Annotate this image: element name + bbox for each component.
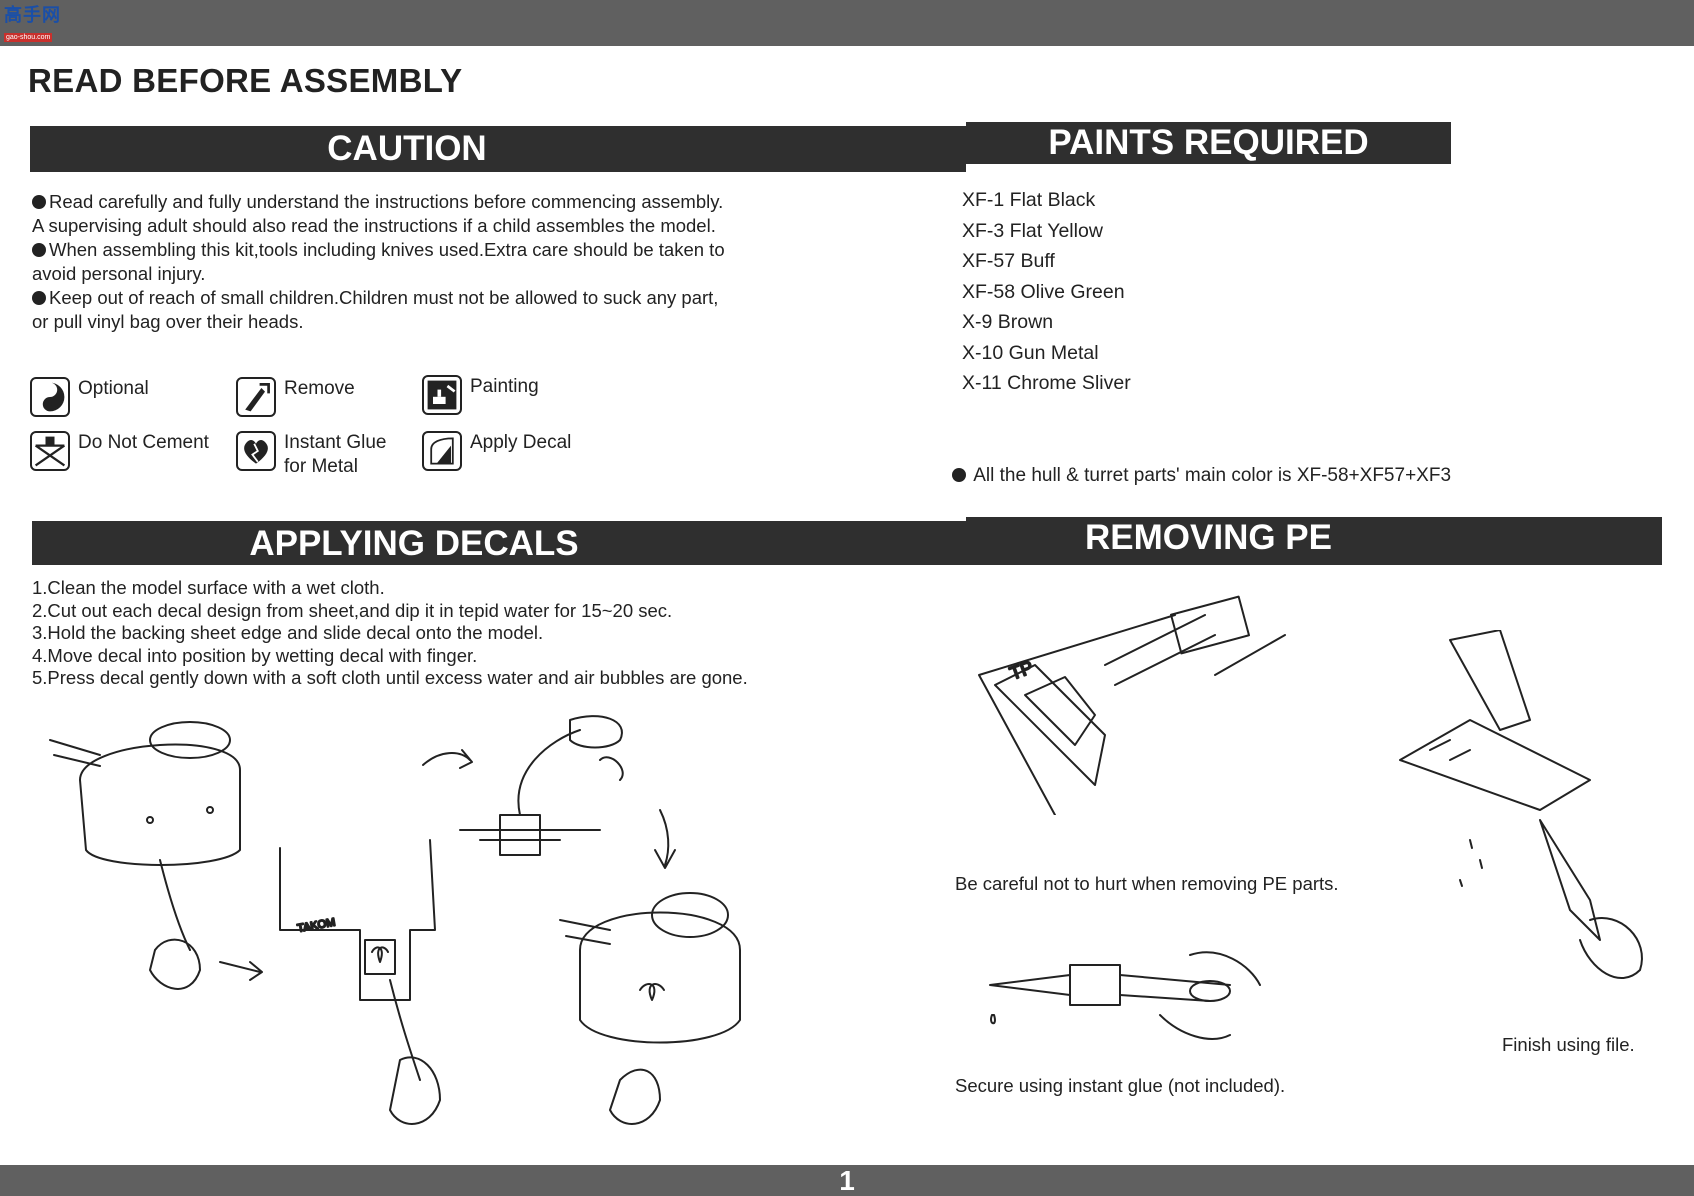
bullet-icon [32, 291, 46, 305]
decal-step: 2.Cut out each decal design from sheet,a… [32, 599, 673, 621]
decal-application-illustration: TAKOM [49, 715, 741, 1125]
legend-label: Optional [78, 378, 149, 399]
decal-sheet-drawing [279, 839, 441, 1125]
tp-label-svg: TP [1006, 656, 1036, 685]
section-banner-pe: REMOVING PE [1085, 518, 1332, 557]
decal-step: 4.Move decal into position by wetting de… [32, 644, 478, 666]
optional-icon [30, 377, 70, 417]
legend-label: Apply Decal [470, 432, 572, 453]
paint-item: X-10 Gun Metal [962, 341, 1099, 364]
instant-glue-icon [236, 431, 276, 471]
pe-cutting-illustration [978, 595, 1286, 815]
section-banner-caution: CAUTION [30, 126, 784, 172]
caution-line: avoid personal injury. [32, 263, 206, 284]
do-not-cement-icon [30, 431, 70, 471]
decal-step: 3.Hold the backing sheet edge and slide … [32, 622, 544, 643]
paint-item: XF-58 Olive Green [962, 280, 1125, 303]
paint-item: X-11 Chrome Sliver [962, 372, 1131, 394]
turret-with-decal-drawing [559, 892, 741, 1125]
tp-label: TP [1007, 657, 1035, 684]
bottom-footer-bar [0, 1165, 1694, 1196]
page-title: READ BEFORE ASSEMBLY [28, 62, 463, 99]
logo-url: gao-shou.com [4, 33, 53, 42]
section-banner-decals: APPLYING DECALS [32, 521, 796, 565]
painting-icon [422, 375, 462, 415]
hull-color-note: All the hull & turret parts' main color … [952, 465, 1451, 487]
bullet-icon [952, 468, 966, 482]
top-header-bar [0, 0, 1694, 46]
page-number: 1 [839, 1165, 855, 1196]
arrow-icon [219, 961, 263, 981]
bullet-icon [32, 243, 46, 257]
caption-file: Finish using file. [1502, 1034, 1635, 1055]
remove-icon [236, 377, 276, 417]
caution-line: When assembling this kit,tools including… [32, 238, 852, 262]
decal-step: 5.Press decal gently down with a soft cl… [32, 667, 748, 688]
paint-item: X-9 Brown [962, 311, 1054, 333]
decal-steps: 1.Clean the model surface with a wet clo… [32, 577, 748, 690]
paint-item: XF-57 Buff [962, 250, 1055, 272]
bullet-icon [32, 195, 46, 209]
caution-line: or pull vinyl bag over their heads. [32, 311, 304, 332]
caution-line: Read carefully and fully understand the … [32, 190, 852, 214]
pe-file-illustration [1399, 630, 1643, 980]
tweezers-drawing [459, 715, 624, 856]
legend-do-not-cement: Do Not Cement [30, 431, 209, 471]
takom-label: TAKOM [296, 916, 336, 934]
caption-glue: Secure using instant glue (not included)… [955, 1075, 1286, 1096]
section-banner-paints: PAINTS REQUIRED [1048, 123, 1369, 162]
paints-list: XF-1 Flat Black XF-3 Flat Yellow XF-57 B… [962, 185, 1131, 399]
legend-label: Do Not Cement [78, 432, 209, 453]
arrow-icon [654, 809, 676, 869]
apply-decal-icon [422, 431, 462, 471]
caution-text: Read carefully and fully understand the … [32, 190, 852, 334]
legend-label: Painting [470, 376, 539, 397]
legend-optional: Optional [30, 377, 149, 417]
arrow-icon [422, 749, 473, 769]
logo-text: 高手网 [4, 5, 61, 26]
site-watermark-logo: 高手网 gao-shou.com [4, 5, 68, 42]
legend-label: Remove [284, 378, 355, 399]
legend-remove: Remove [236, 377, 355, 417]
pe-glue-illustration [989, 951, 1261, 1040]
legend-apply-decal: Apply Decal [422, 431, 571, 471]
paint-item: XF-1 Flat Black [962, 189, 1096, 211]
decal-step: 1.Clean the model surface with a wet clo… [32, 577, 385, 598]
caption-careful: Be careful not to hurt when removing PE … [955, 873, 1339, 894]
caution-line: A supervising adult should also read the… [32, 215, 716, 236]
caution-line: Keep out of reach of small children.Chil… [32, 286, 852, 310]
legend-painting: Painting [422, 375, 539, 415]
turret-drawing [49, 721, 241, 990]
paint-item: XF-3 Flat Yellow [962, 219, 1103, 242]
